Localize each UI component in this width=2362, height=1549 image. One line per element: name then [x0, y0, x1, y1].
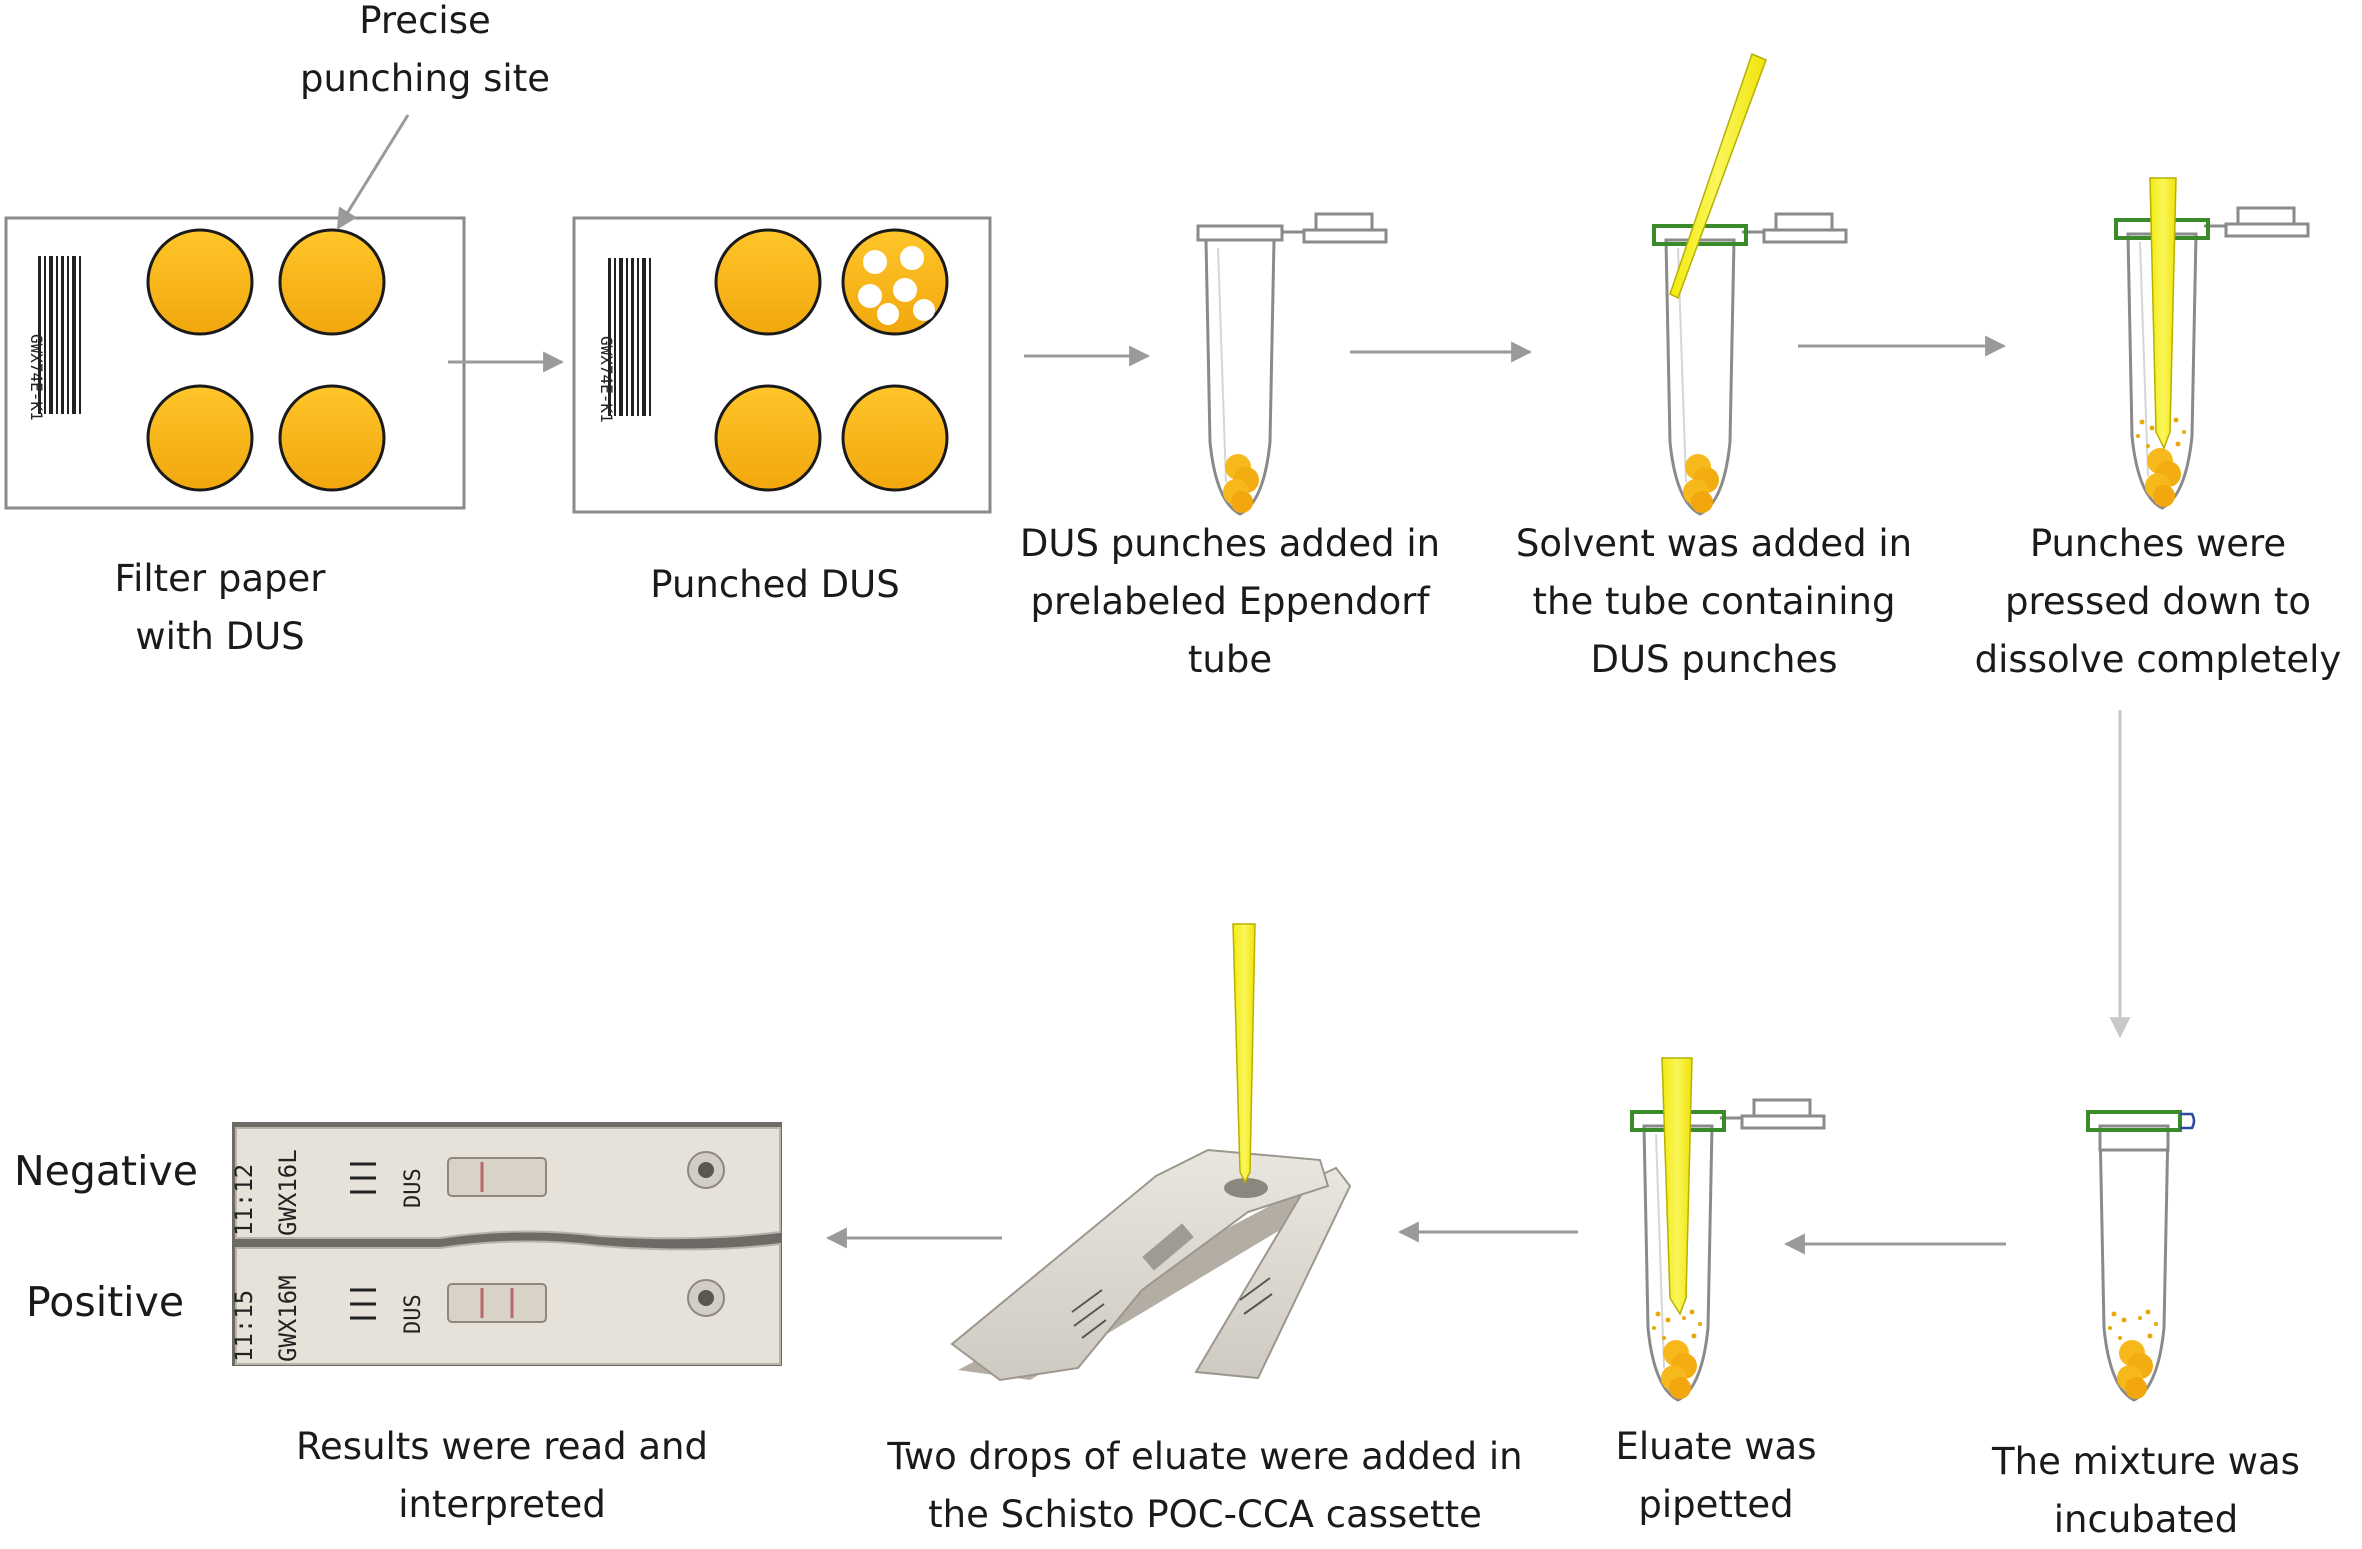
- step-label-added: DUS punches added in prelabeled Eppendor…: [1000, 515, 1460, 689]
- step-line: dissolve completely: [1974, 638, 2342, 681]
- cassette-back: [1194, 1166, 1352, 1380]
- callout-arrow: [336, 114, 410, 230]
- handwritten-mark-top: DUS: [401, 1168, 426, 1208]
- handwritten-time-top: 11:12: [230, 1164, 258, 1236]
- eppendorf-tube: [1196, 212, 1388, 516]
- step-line: Solvent was added in: [1515, 522, 1913, 565]
- barcode-text: GWX74E-K1: [27, 334, 46, 421]
- cassette-writing: [1071, 1277, 1273, 1339]
- step-line: DUS punches: [1590, 638, 1838, 681]
- test-window-positive: [447, 1283, 547, 1323]
- handwritten-code-top: GWX16L: [274, 1149, 302, 1236]
- step-line: prelabeled Eppendorf: [1030, 580, 1430, 623]
- step-line: The mixture was: [1992, 1440, 2300, 1483]
- step-line: Eluate was: [1615, 1425, 1817, 1468]
- step-line: Results were read and: [295, 1425, 708, 1468]
- callout-line: punching site: [300, 57, 550, 100]
- step-line: the Schisto POC-CCA cassette: [928, 1493, 1482, 1536]
- blood-spot: [714, 228, 822, 336]
- pipette-tip: [1669, 52, 1767, 300]
- handwritten-time-bottom: 11:15: [230, 1290, 258, 1362]
- callout-line: Precise: [359, 0, 491, 42]
- pipette-tip: [2149, 177, 2177, 450]
- step-line: Filter paper: [114, 557, 326, 600]
- step-label-filter-paper: Filter paper with DUS: [70, 550, 370, 666]
- pipette-tip: [1232, 923, 1256, 1184]
- negative-label: Negative: [14, 1147, 198, 1195]
- step-line: Two drops of eluate were added in: [887, 1435, 1523, 1478]
- eppendorf-tube-incubated: [2086, 1110, 2196, 1402]
- punch-holes: [858, 246, 935, 325]
- poc-cca-cassettes: [950, 923, 1352, 1382]
- handwritten-code-bottom: GWX16M: [274, 1275, 302, 1362]
- blood-spot: [841, 384, 949, 492]
- step-line: DUS punches added in: [1019, 522, 1441, 565]
- tube-cap-ring: [2086, 1110, 2182, 1132]
- step-line: the tube containing: [1532, 580, 1896, 623]
- sample-well-center: [698, 1162, 714, 1178]
- sample-well: [1224, 1178, 1268, 1198]
- cassette-front: [950, 1148, 1330, 1382]
- step-label-punched: Punched DUS: [620, 556, 930, 614]
- step-line: interpreted: [398, 1483, 606, 1526]
- result-window: [1142, 1223, 1194, 1271]
- step-line: incubated: [2053, 1498, 2239, 1541]
- filter-paper-card: [4, 216, 466, 510]
- step-label-incubated: The mixture was incubated: [1966, 1433, 2326, 1549]
- blood-spot: [146, 228, 254, 336]
- punched-card: [572, 216, 992, 514]
- result-cassettes-photo: 11:12 GWX16L DUS 11:15 GWX16M DUS: [230, 1122, 782, 1366]
- handwritten-mark-bottom: DUS: [401, 1294, 426, 1334]
- pipette-tip: [1661, 1057, 1693, 1316]
- marker-ticks: [350, 1162, 376, 1194]
- step-line: pipetted: [1638, 1483, 1794, 1526]
- eppendorf-tube-eluate: [1630, 1057, 1826, 1402]
- blood-spot: [278, 228, 386, 336]
- sample-well-center: [698, 1290, 714, 1306]
- step-line: Punched DUS: [650, 563, 900, 606]
- barcode-text: GWX74E-K1: [597, 336, 616, 423]
- blood-spot: [278, 384, 386, 492]
- step-line: Punches were: [2029, 522, 2287, 565]
- blood-spot: [714, 384, 822, 492]
- blood-spot: [146, 384, 254, 492]
- step-label-solvent: Solvent was added in the tube containing…: [1484, 515, 1944, 689]
- step-label-results: Results were read and interpreted: [262, 1418, 742, 1534]
- test-window-negative: [447, 1157, 547, 1197]
- callout-label: Precise punching site: [282, 0, 568, 108]
- step-line: with DUS: [135, 615, 305, 658]
- step-label-drops: Two drops of eluate were added in the Sc…: [830, 1428, 1580, 1544]
- step-label-eluate: Eluate was pipetted: [1558, 1418, 1874, 1534]
- eppendorf-tube-solvent: [1652, 52, 1848, 516]
- step-line: pressed down to: [2005, 580, 2311, 623]
- step-line: tube: [1187, 638, 1273, 681]
- closed-lid: [2180, 1112, 2196, 1130]
- marker-ticks: [350, 1288, 376, 1320]
- positive-label: Positive: [26, 1278, 185, 1326]
- step-label-pressed: Punches were pressed down to dissolve co…: [1958, 515, 2358, 689]
- eppendorf-tube-pressed: [2114, 177, 2310, 510]
